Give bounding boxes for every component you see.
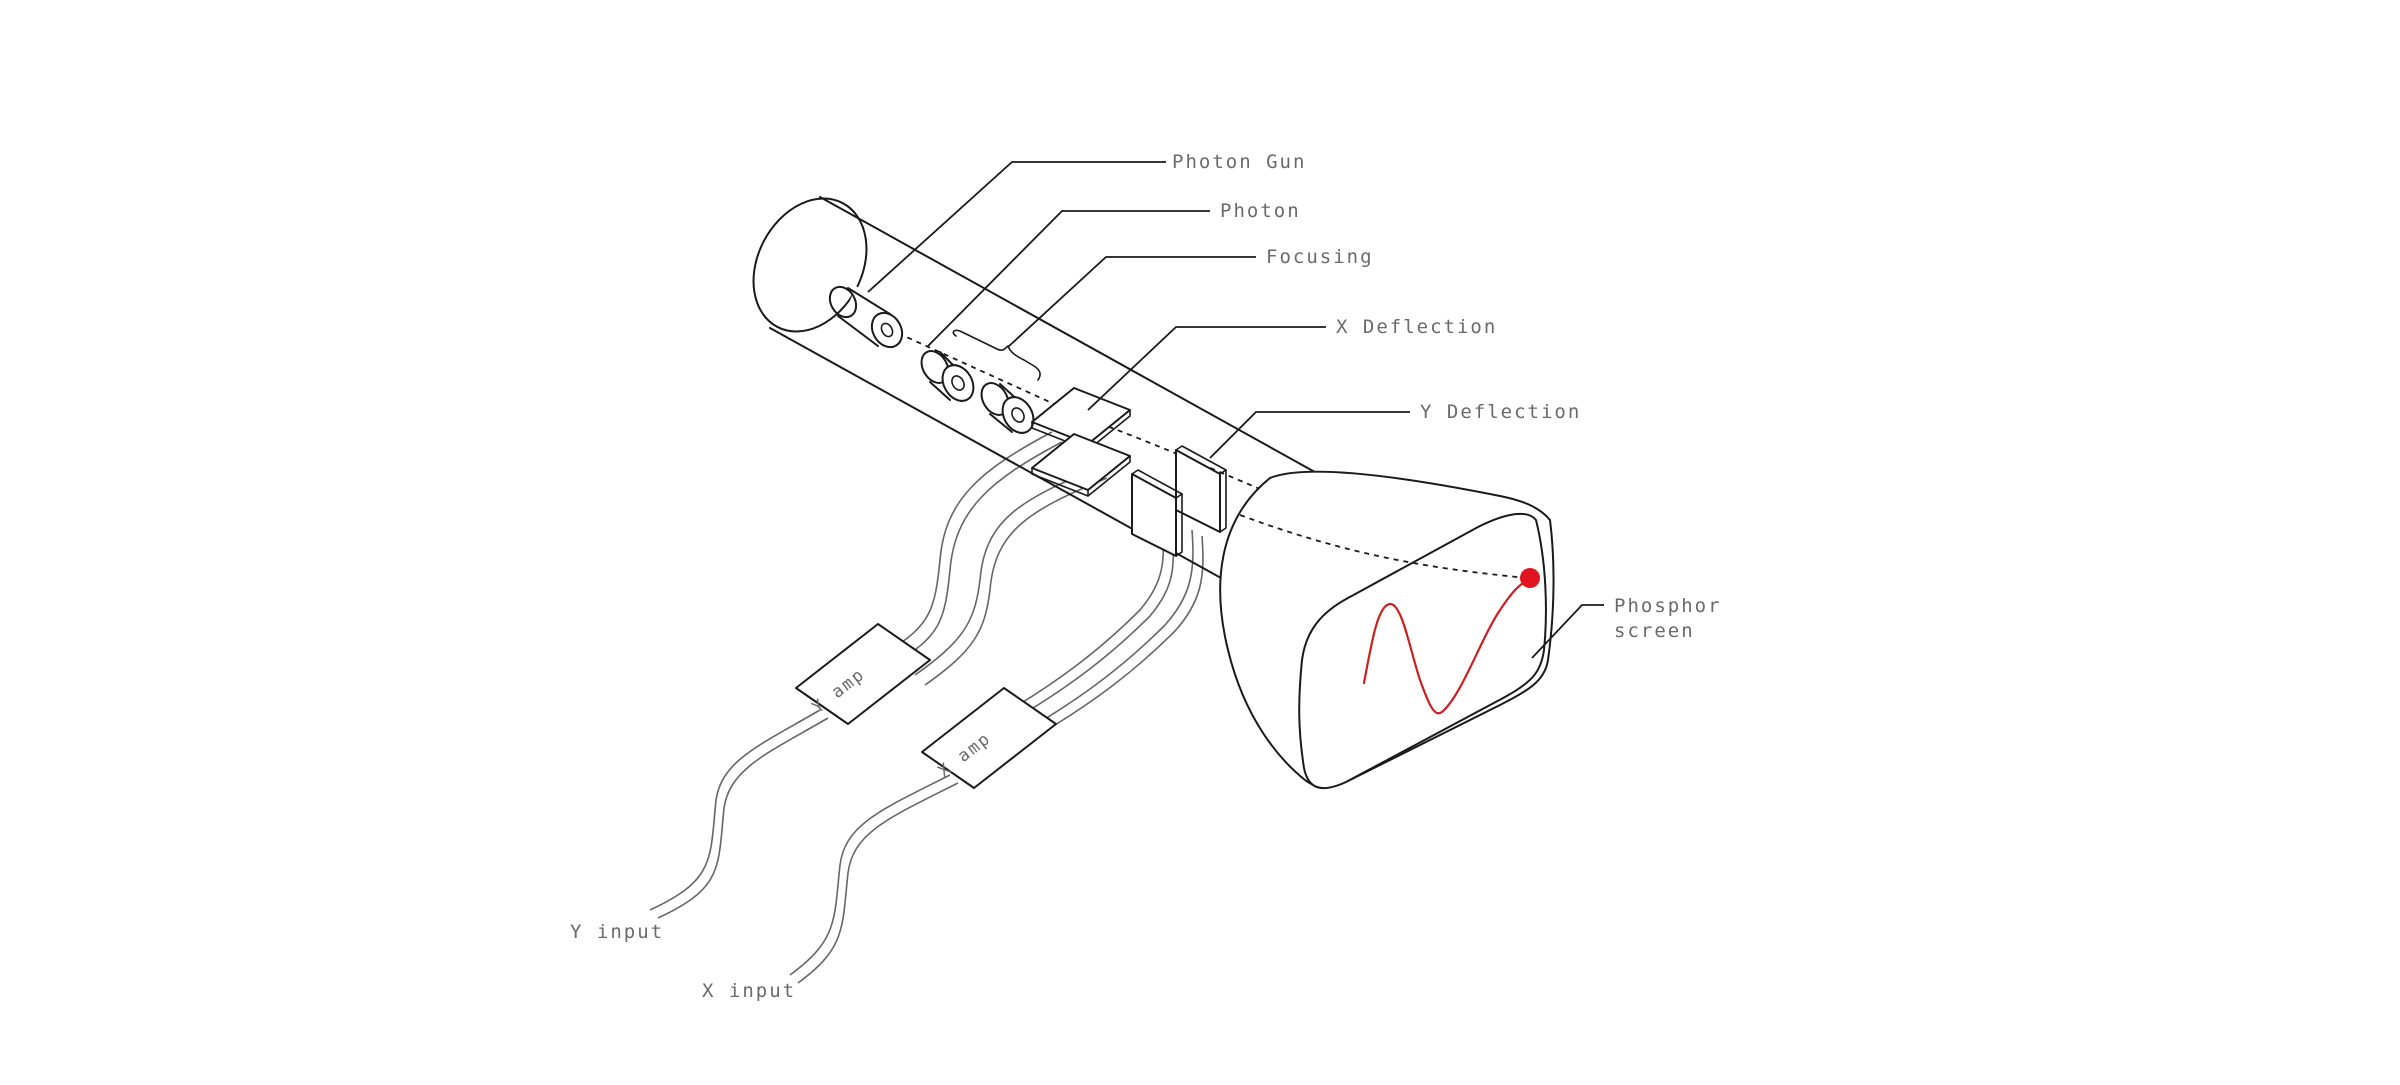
y-input-wires [649,709,829,919]
photon-leader [927,210,1210,347]
y-amp-wires [889,431,1108,686]
phosphor-screen-bell [1219,470,1555,790]
label-y-deflection: Y Deflection [1420,401,1581,423]
y-amp-box: Y amp [795,623,931,725]
x-input-wires [789,774,959,984]
photon-gun-leader [867,161,1166,293]
signal-trace [1362,578,1530,715]
electron-beam-screen [1239,514,1529,579]
x-amp-wires [1009,519,1204,732]
label-photon-gun: Photon Gun [1172,151,1306,173]
label-screen: screen [1614,620,1695,642]
x-deflection-leader [1087,326,1326,411]
y-deflection-leader [1209,411,1410,459]
y-deflection-plates [1131,445,1227,557]
label-y-input: Y input [570,921,664,943]
label-focusing: Focusing [1266,246,1374,268]
photon-gun [828,285,904,350]
x-deflection-plates [1031,387,1131,497]
phosphor-screen-leader [1531,604,1604,659]
label-x-deflection: X Deflection [1336,316,1497,338]
label-x-input: X input [702,980,796,1002]
label-phosphor: Phosphor [1614,595,1722,617]
focusing-leader [1007,256,1256,348]
label-photon: Photon [1220,200,1301,222]
x-amp-box: X amp [921,687,1057,789]
focusing-ring-1 [920,350,975,402]
beam-spot [1520,568,1540,588]
focusing-ring-2 [980,382,1035,434]
